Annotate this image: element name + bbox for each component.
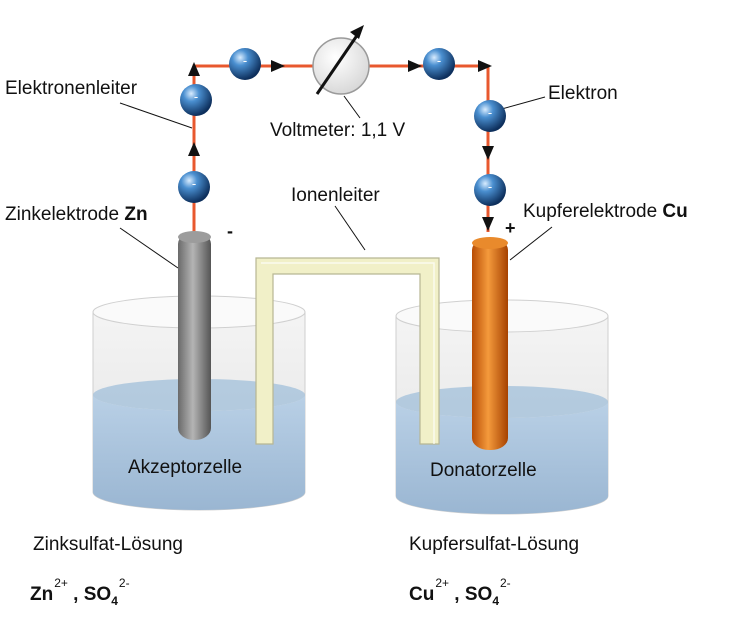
svg-text:-: - bbox=[488, 105, 492, 120]
voltmeter-needle-head bbox=[350, 25, 364, 39]
minus-sign: - bbox=[227, 221, 233, 241]
salt-bridge bbox=[255, 257, 440, 445]
svg-text:-: - bbox=[192, 176, 196, 191]
right-beaker bbox=[395, 299, 609, 515]
label-acceptor-cell: Akzeptorzelle bbox=[128, 457, 243, 478]
label-electron-conductor: Elektronenleiter bbox=[5, 78, 138, 99]
arrow-down-upper bbox=[482, 146, 494, 160]
zinc-electrode-text: Zinkelektrode bbox=[5, 204, 125, 225]
zinc-sulfate: , SO bbox=[67, 584, 112, 605]
copper-ions-formula: Cu2+ , SO42- bbox=[409, 577, 511, 607]
arrow-up-upper bbox=[188, 62, 200, 76]
voltmeter bbox=[312, 25, 370, 95]
label-ion-conductor: Ionenleiter bbox=[291, 185, 380, 206]
label-zinc-electrode: Zinkelektrode Zn bbox=[5, 205, 148, 224]
svg-text:-: - bbox=[437, 53, 441, 68]
leader-copper-electrode bbox=[509, 226, 553, 261]
arrow-right-end bbox=[478, 60, 492, 72]
copper-ion-charge: 2+ bbox=[435, 576, 450, 590]
left-solution bbox=[93, 395, 305, 510]
right-solution bbox=[396, 402, 608, 514]
electron-6: - bbox=[474, 174, 506, 206]
leader-zinc-electrode bbox=[119, 227, 179, 269]
copper-sulfate: , SO bbox=[449, 584, 493, 605]
svg-text:-: - bbox=[243, 53, 247, 68]
copper-sulfate-subscript: 4 bbox=[492, 594, 499, 608]
copper-electrode-text: Kupferelektrode bbox=[523, 201, 663, 222]
label-donor-cell: Donatorzelle bbox=[430, 460, 537, 481]
arrow-up-lower bbox=[188, 142, 200, 156]
electron-3: - bbox=[229, 48, 261, 80]
leader-voltmeter bbox=[343, 95, 361, 119]
leader-ion-conductor bbox=[334, 205, 366, 251]
svg-text:-: - bbox=[194, 89, 198, 104]
copper-symbol: Cu bbox=[662, 201, 688, 222]
zinc-electrode bbox=[178, 231, 211, 440]
electron-4: - bbox=[423, 48, 455, 80]
arrow-down-lower bbox=[482, 217, 494, 231]
copper-sulfate-charge: 2- bbox=[500, 576, 511, 590]
wire-arrows bbox=[188, 60, 494, 231]
label-copper-solution: Kupfersulfat-Lösung bbox=[409, 534, 580, 555]
zinc-sulfate-charge: 2- bbox=[118, 576, 130, 590]
electrons: - - - - - - bbox=[178, 48, 506, 206]
arrow-right-left bbox=[271, 60, 285, 72]
label-copper-electrode: Kupferelektrode Cu bbox=[523, 202, 688, 221]
svg-text:-: - bbox=[488, 179, 492, 194]
electron-2: - bbox=[180, 84, 212, 116]
leader-lines bbox=[119, 95, 553, 269]
plus-sign: + bbox=[505, 218, 516, 238]
zinc-symbol: Zn bbox=[124, 204, 148, 225]
label-zinc-solution: Zinksulfat-Lösung bbox=[33, 534, 183, 555]
electron-1: - bbox=[178, 171, 210, 203]
zinc-ion: Zn bbox=[30, 584, 54, 605]
arrow-right-mid bbox=[408, 60, 422, 72]
zinc-sulfate-subscript: 4 bbox=[111, 594, 118, 608]
electron-5: - bbox=[474, 100, 506, 132]
copper-ion: Cu bbox=[409, 584, 435, 605]
voltmeter-needle bbox=[315, 33, 360, 95]
zinc-ion-charge: 2+ bbox=[54, 576, 68, 590]
copper-electrode bbox=[472, 237, 508, 450]
label-electron: Elektron bbox=[548, 83, 618, 104]
label-voltmeter: Voltmeter: 1,1 V bbox=[270, 120, 406, 141]
zinc-ions-formula: Zn2+ , SO42- bbox=[30, 577, 130, 607]
leader-electron-conductor bbox=[119, 102, 193, 129]
leader-electron bbox=[497, 96, 546, 111]
